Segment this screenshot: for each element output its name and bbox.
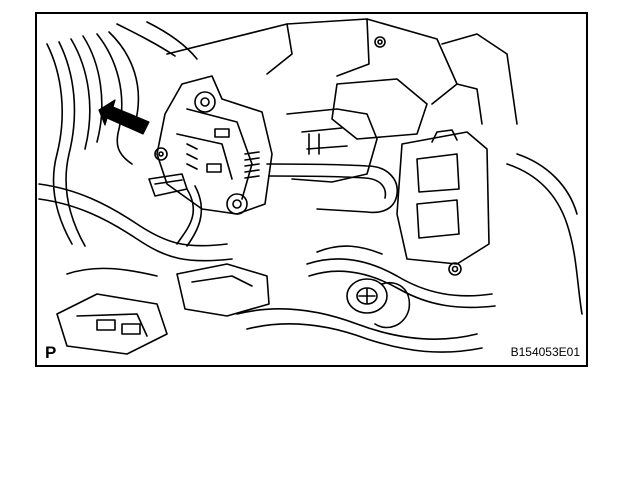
- figure-frame: P B154053E01: [35, 12, 588, 367]
- connector: [148, 173, 203, 247]
- switch-assembly: [154, 75, 273, 215]
- bracket-bolt: [346, 278, 411, 329]
- wire-harness-left: [38, 21, 233, 277]
- wire-harness-right: [236, 153, 583, 353]
- figure-corner-letter: P: [45, 343, 57, 362]
- lower-left-components: [56, 263, 270, 355]
- figure-id-label: B154053E01: [510, 345, 580, 359]
- removal-direction-arrow-icon: [98, 99, 150, 135]
- illustration: [38, 18, 583, 355]
- upper-panel: [166, 18, 518, 140]
- steering-column: [266, 108, 398, 214]
- right-bracket: [396, 129, 490, 276]
